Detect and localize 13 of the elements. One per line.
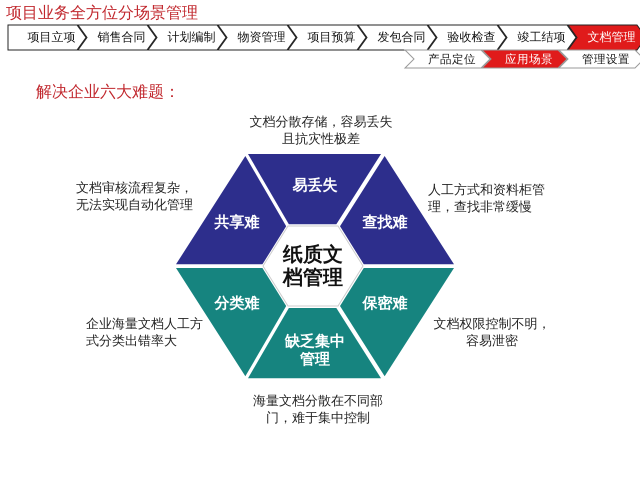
chevron-step: 应用场景 <box>482 50 567 68</box>
chevron-step: 管理设置 <box>559 50 640 68</box>
node-label: 文档分散存储，容易丢失且抗灾性极差 <box>248 114 394 148</box>
node-label: 人工方式和资料柜管理，查找非常缓慢 <box>428 182 546 216</box>
chevron-step: 产品定位 <box>405 50 490 68</box>
chevron-step: 项目立项 <box>8 25 86 50</box>
chevron-step: 文档管理 <box>568 25 640 50</box>
node-label: 文档权限控制不明，容易泄密 <box>432 316 552 350</box>
node-label: 企业海量文档人工方式分类出错率大 <box>86 316 204 350</box>
node-label: 文档审核流程复杂，无法实现自动化管理 <box>76 180 194 214</box>
title: 项目业务全方位分场景管理 <box>6 3 198 24</box>
node-label: 海量文档分散在不同部门，难于集中控制 <box>252 393 384 427</box>
heading-label: 解决企业六大难题： <box>36 82 180 103</box>
